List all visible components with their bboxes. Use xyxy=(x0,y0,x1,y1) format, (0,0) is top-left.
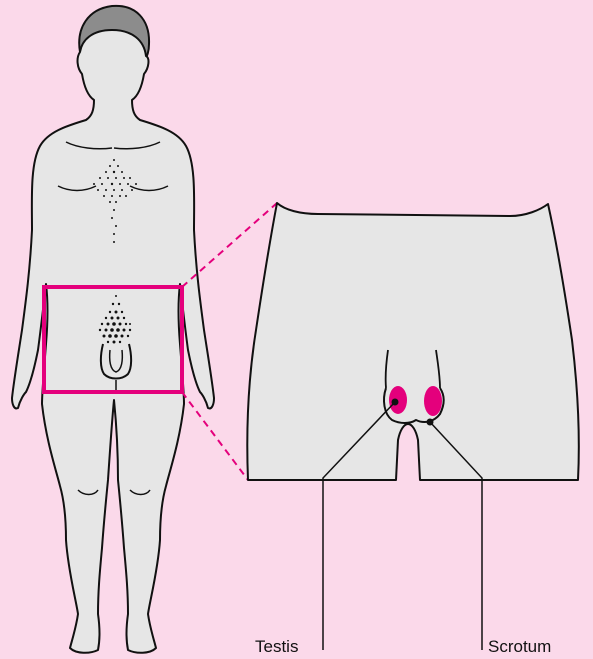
testis-label: Testis xyxy=(255,638,298,655)
zoom-line-bottom xyxy=(182,392,248,480)
scrotum-label: Scrotum xyxy=(488,638,551,655)
genital-outline xyxy=(101,344,131,379)
pelvis-outline xyxy=(247,203,578,480)
zoomed-pelvis xyxy=(247,203,578,480)
testis-right xyxy=(424,386,442,416)
scrotum-pointer-dot xyxy=(427,419,434,426)
testis-pointer-dot xyxy=(392,399,399,406)
testis-left xyxy=(389,386,407,414)
